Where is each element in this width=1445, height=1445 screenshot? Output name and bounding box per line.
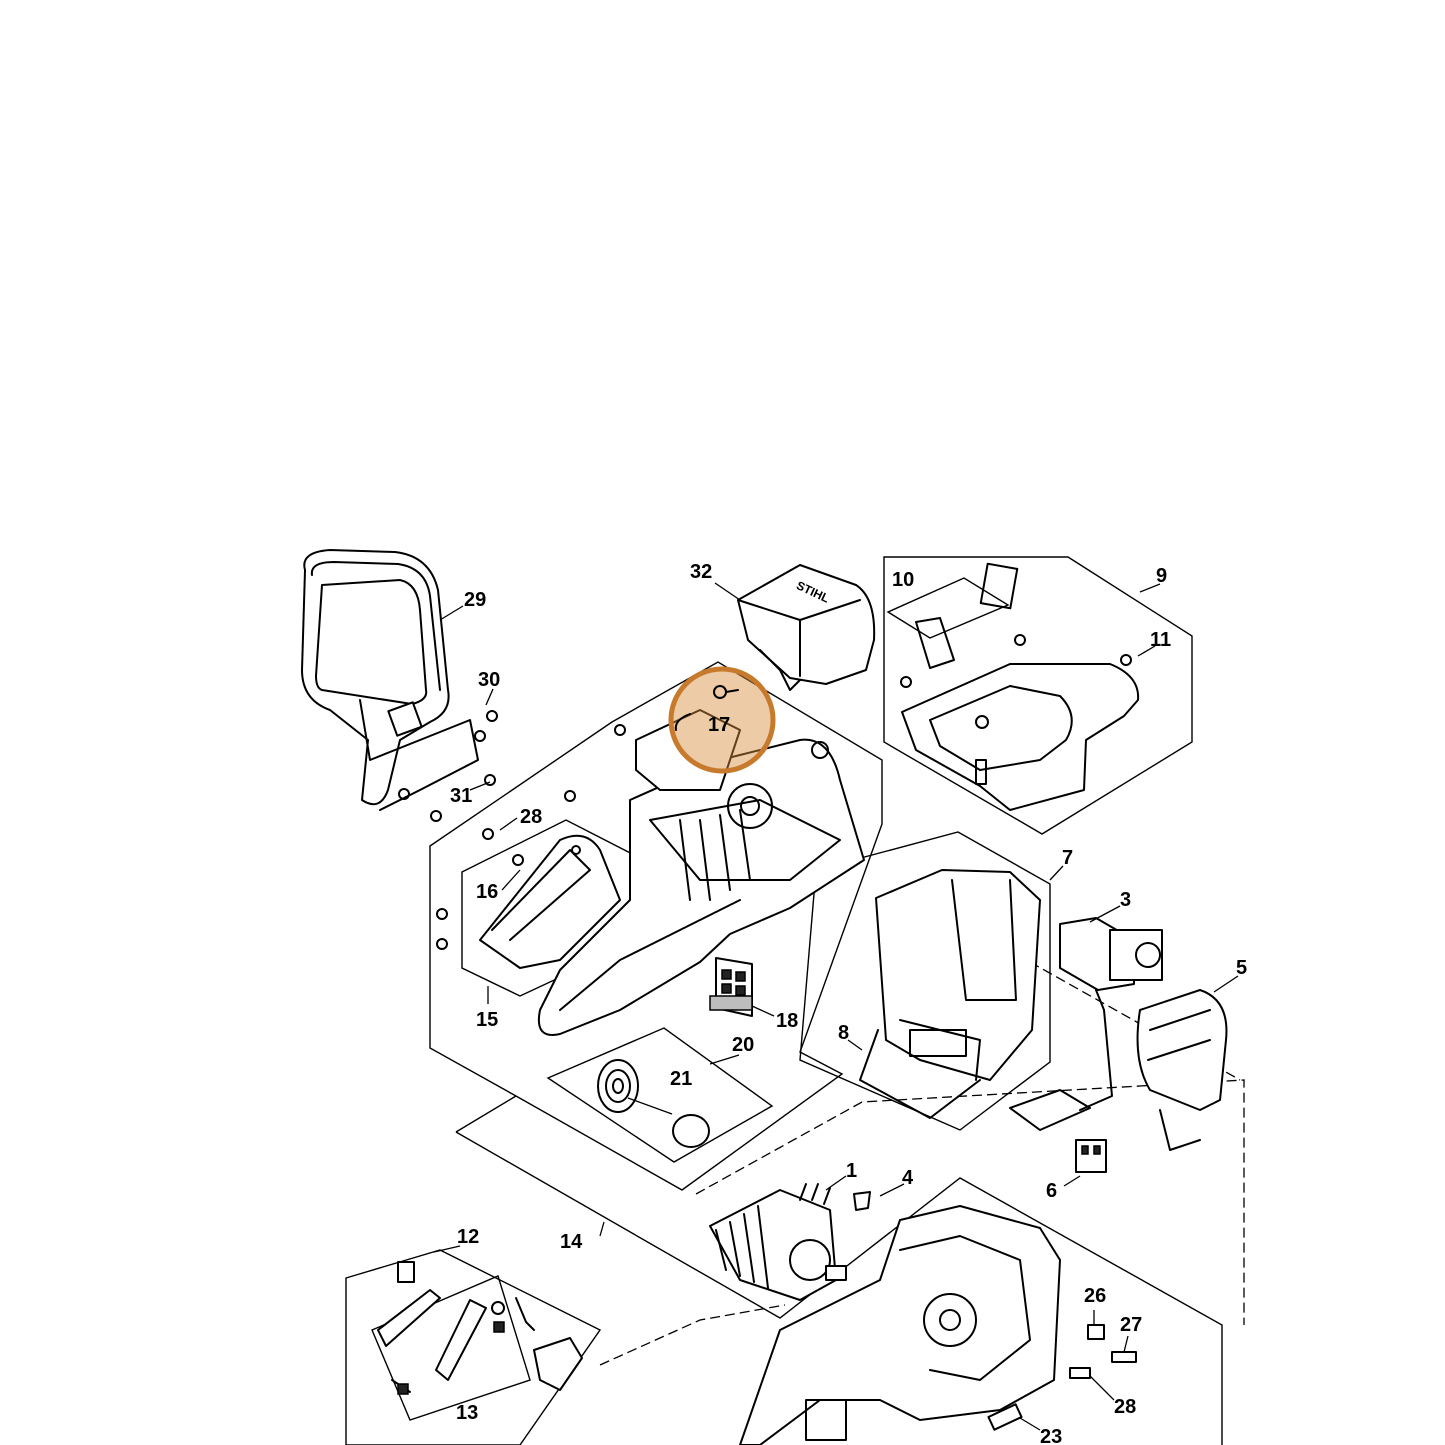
cylinder-part (709, 1183, 871, 1301)
frame-crankcase-3 (455, 1095, 517, 1133)
callout-5[interactable]: 5 (1236, 957, 1247, 979)
callout-20[interactable]: 20 (732, 1034, 754, 1056)
handlebar-part (301, 549, 479, 811)
frame-group-20 (546, 1027, 774, 1163)
callout-16[interactable]: 16 (476, 881, 498, 903)
top-cover-part: STIHL (737, 564, 876, 691)
filter-housing-part (859, 869, 1041, 1119)
leader-lines (433, 582, 1239, 1431)
top-housing-part (900, 562, 1140, 811)
oil-pump-part (597, 1059, 710, 1148)
callout-32[interactable]: 32 (690, 561, 712, 583)
frame-group-7 (799, 831, 1051, 1131)
callout-28[interactable]: 28 (520, 806, 542, 828)
callout-29[interactable]: 29 (464, 589, 486, 611)
callout-9[interactable]: 9 (1156, 565, 1167, 587)
callout-13[interactable]: 13 (456, 1402, 478, 1424)
crankcase-part (739, 1205, 1137, 1445)
frame-crankcase-5 (599, 1304, 786, 1366)
callout-31[interactable]: 31 (450, 785, 472, 807)
callout-7[interactable]: 7 (1062, 847, 1073, 869)
callout-labels: 32 29 30 31 10 9 11 17 28 16 15 18 20 21… (450, 561, 1247, 1445)
callout-15[interactable]: 15 (476, 1009, 498, 1031)
callout-10[interactable]: 10 (892, 569, 914, 591)
screws (430, 710, 626, 950)
frame-group-9 (883, 556, 1193, 835)
callout-8[interactable]: 8 (838, 1022, 849, 1044)
callout-17[interactable]: 17 (708, 714, 730, 736)
callout-23[interactable]: 23 (1040, 1426, 1062, 1445)
warning-label-part (709, 957, 753, 1017)
highlight-callout-17[interactable] (668, 666, 776, 774)
callout-11[interactable]: 11 (1150, 629, 1171, 651)
callout-14[interactable]: 14 (560, 1231, 583, 1253)
switch-part (1009, 1089, 1107, 1173)
frame-group-14 (429, 661, 883, 1191)
callout-26[interactable]: 27 (1120, 1314, 1142, 1336)
frame-crankcase (695, 1079, 1245, 1325)
frame-crankcase-4 (455, 1131, 1223, 1445)
fan-part (1136, 989, 1228, 1151)
frame-group-10 (886, 577, 1010, 639)
chain-brake-parts (377, 1261, 583, 1395)
callout-3[interactable]: 3 (1120, 889, 1131, 911)
callout-27[interactable]: 28 (1114, 1396, 1136, 1418)
callout-1[interactable]: 1 (846, 1160, 857, 1182)
callout-21[interactable]: 21 (670, 1068, 692, 1090)
callout-18[interactable]: 18 (776, 1010, 798, 1032)
side-cover-part (479, 834, 621, 969)
callout-25[interactable]: 26 (1084, 1285, 1106, 1307)
callout-12[interactable]: 12 (457, 1226, 479, 1248)
callout-4[interactable]: 4 (902, 1167, 914, 1189)
selection-ring (668, 666, 776, 774)
ignition-module-part (1059, 917, 1163, 1111)
callout-30[interactable]: 30 (478, 669, 500, 691)
callout-6[interactable]: 6 (1046, 1180, 1057, 1202)
